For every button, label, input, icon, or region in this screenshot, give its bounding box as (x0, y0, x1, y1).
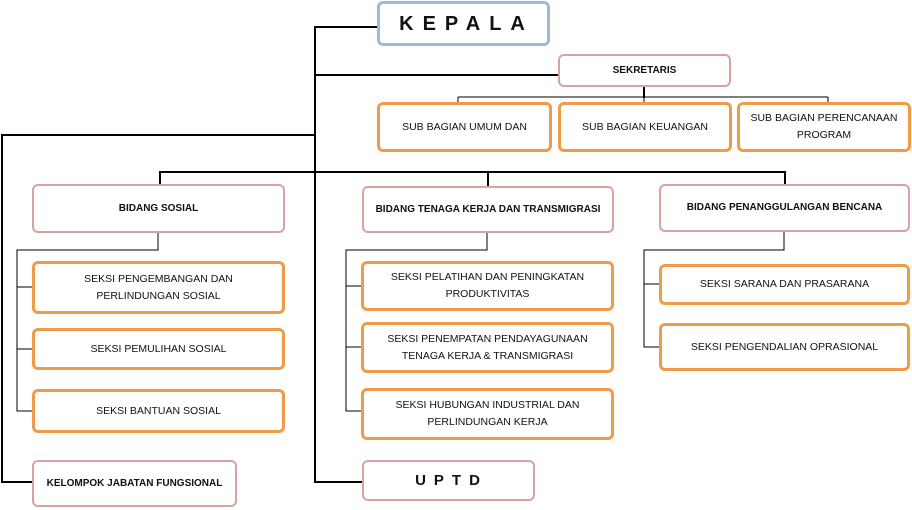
section-box: SEKSI PENGENDALIAN OPRASIONAL (659, 323, 910, 371)
sub-section-box: SUB BAGIAN UMUM DAN (377, 102, 552, 152)
division-box: BIDANG PENANGGULANGAN BENCANA (659, 184, 910, 232)
sub-section-box: SUB BAGIAN KEUANGAN (558, 102, 732, 152)
section-label: SEKSI PENGENDALIAN OPRASIONAL (690, 340, 879, 353)
section-label: SEKSI PEMULIHAN SOSIAL (90, 342, 227, 355)
division-box: BIDANG SOSIAL (32, 184, 285, 233)
section-box: SEKSI HUBUNGAN INDUSTRIAL DAN PERLINDUNG… (361, 388, 614, 440)
division-label: BIDANG SOSIAL (118, 202, 199, 214)
division-box: BIDANG TENAGA KERJA DAN TRANSMIGRASI (362, 186, 614, 233)
functional-group-label: KELOMPOK JABATAN FUNGSIONAL (46, 477, 223, 489)
section-label: SEKSI PELATIHAN DAN PENINGKATAN PRODUKTI… (390, 271, 585, 300)
secretary-label: SEKRETARIS (612, 64, 677, 76)
section-label: SEKSI SARANA DAN PRASARANA (699, 278, 870, 291)
section-label: SEKSI BANTUAN SOSIAL (96, 404, 221, 417)
uptd-box: UPTD (362, 460, 535, 501)
section-box: SEKSI PELATIHAN DAN PENINGKATAN PRODUKTI… (361, 261, 614, 311)
functional-group-box: KELOMPOK JABATAN FUNGSIONAL (32, 460, 237, 507)
head-label: KEPALA (399, 12, 534, 35)
section-label: SEKSI PENGEMBANGAN DAN PERLINDUNGAN SOSI… (84, 272, 233, 302)
section-box: SEKSI PEMULIHAN SOSIAL (32, 328, 285, 370)
secretary-box: SEKRETARIS (558, 54, 731, 87)
division-label: BIDANG TENAGA KERJA DAN TRANSMIGRASI (375, 203, 601, 215)
section-label: SEKSI HUBUNGAN INDUSTRIAL DAN PERLINDUNG… (395, 399, 580, 428)
head-box: KEPALA (377, 1, 550, 46)
sub-section-label: SUB BAGIAN PERENCANAAN PROGRAM (750, 112, 898, 141)
section-box: SEKSI PENGEMBANGAN DAN PERLINDUNGAN SOSI… (32, 261, 285, 314)
sub-section-label: SUB BAGIAN UMUM DAN (402, 120, 527, 133)
sub-section-box: SUB BAGIAN PERENCANAAN PROGRAM (737, 102, 911, 152)
uptd-label: UPTD (415, 471, 488, 489)
sub-section-label: SUB BAGIAN KEUANGAN (581, 120, 709, 133)
section-box: SEKSI SARANA DAN PRASARANA (659, 264, 910, 305)
division-label: BIDANG PENANGGULANGAN BENCANA (686, 202, 883, 213)
section-box: SEKSI BANTUAN SOSIAL (32, 389, 285, 433)
section-label: SEKSI PENEMPATAN PENDAYAGUNAAN TENAGA KE… (387, 332, 588, 362)
section-box: SEKSI PENEMPATAN PENDAYAGUNAAN TENAGA KE… (361, 322, 614, 373)
